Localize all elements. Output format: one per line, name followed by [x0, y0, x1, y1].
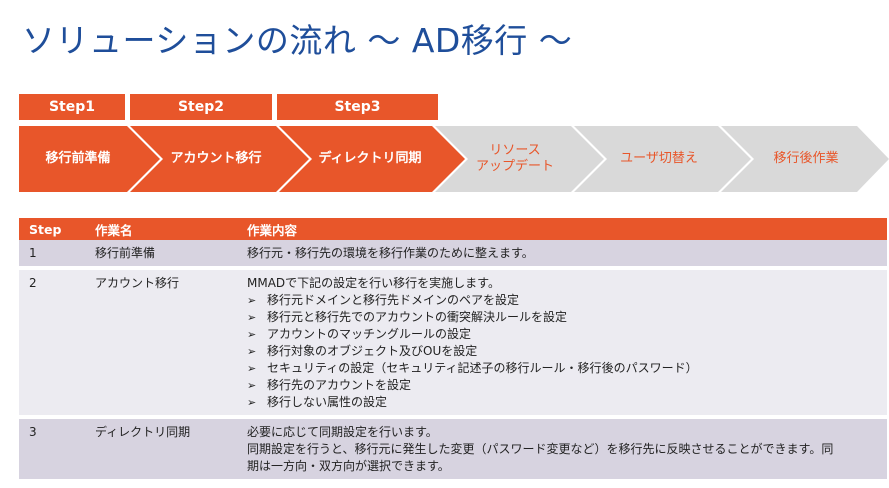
cell-step: 1 [19, 240, 85, 266]
bullet-item: 移行元ドメインと移行先ドメインのペアを設定 [247, 292, 887, 309]
table-row: 2 アカウント移行 MMADで下記の設定を行い移行を実施します。 移行元ドメイン… [19, 270, 887, 415]
step-tab-2: Step2 [130, 94, 272, 120]
table-row: 1 移行前準備 移行元・移行先の環境を移行作業のために整えます。 [19, 240, 887, 266]
bullet-item: 移行対象のオブジェクト及びOUを設定 [247, 343, 887, 360]
step-tab-1: Step1 [19, 94, 125, 120]
flow-step-6-shape [721, 126, 889, 192]
steps-table: Step 作業名 作業内容 1 移行前準備 移行元・移行先の環境を移行作業のため… [19, 218, 887, 479]
bullet-list: 移行元ドメインと移行先ドメインのペアを設定 移行元と移行先でのアカウントの衝突解… [247, 292, 887, 411]
cell-name: アカウント移行 [85, 270, 237, 415]
flow-step-3-shape [279, 126, 465, 192]
flow-step-label-4: リソース アップデート [455, 126, 575, 192]
flow-step-label-2: アカウント移行 [170, 151, 262, 166]
content-line: 同期設定を行うと、移行元に発生した変更（パスワード変更など）を移行先に反映させる… [247, 442, 834, 456]
cell-content: 移行元・移行先の環境を移行作業のために整えます。 [237, 240, 887, 266]
table-row: 3 ディレクトリ同期 必要に応じて同期設定を行います。 同期設定を行うと、移行元… [19, 419, 887, 479]
bullet-item: 移行しない属性の設定 [247, 394, 887, 411]
process-flow [19, 126, 889, 192]
cell-step: 2 [19, 270, 85, 415]
flow-step-5-shape [574, 126, 751, 192]
content-line: MMADで下記の設定を行い移行を実施します。 [247, 276, 500, 290]
flow-step-label-1: 移行前準備 [45, 151, 111, 166]
flow-step-label-4-text: リソース アップデート [475, 143, 554, 174]
header-task-content: 作業内容 [237, 218, 887, 240]
flow-step-label-5: ユーザ切替え [620, 151, 698, 166]
bullet-item: 移行先のアカウントを設定 [247, 377, 887, 394]
cell-content: 必要に応じて同期設定を行います。 同期設定を行うと、移行元に発生した変更（パスワ… [237, 419, 887, 479]
bullet-item: アカウントのマッチングルールの設定 [247, 326, 887, 343]
cell-name: ディレクトリ同期 [85, 419, 237, 479]
table-header-row: Step 作業名 作業内容 [19, 218, 887, 240]
flow-step-4-shape [435, 126, 604, 192]
bullet-item: 移行元と移行先でのアカウントの衝突解決ルールを設定 [247, 309, 887, 326]
flow-step-label-3: ディレクトリ同期 [318, 151, 422, 166]
content-line: 期は一方向・双方向が選択できます。 [247, 459, 450, 473]
header-task-name: 作業名 [85, 218, 237, 240]
header-step: Step [19, 218, 85, 240]
step-tab-3: Step3 [277, 94, 438, 120]
flow-step-1-shape [19, 126, 160, 192]
flow-step-2-shape [130, 126, 309, 192]
cell-step: 3 [19, 419, 85, 479]
cell-name: 移行前準備 [85, 240, 237, 266]
cell-content: MMADで下記の設定を行い移行を実施します。 移行元ドメインと移行先ドメインのペ… [237, 270, 887, 415]
page-title: ソリューションの流れ ～ AD移行 ～ [22, 21, 573, 60]
bullet-item: セキュリティの設定（セキュリティ記述子の移行ルール・移行後のパスワード） [247, 360, 887, 377]
flow-step-label-6: 移行後作業 [773, 151, 839, 166]
content-line: 必要に応じて同期設定を行います。 [247, 425, 438, 439]
